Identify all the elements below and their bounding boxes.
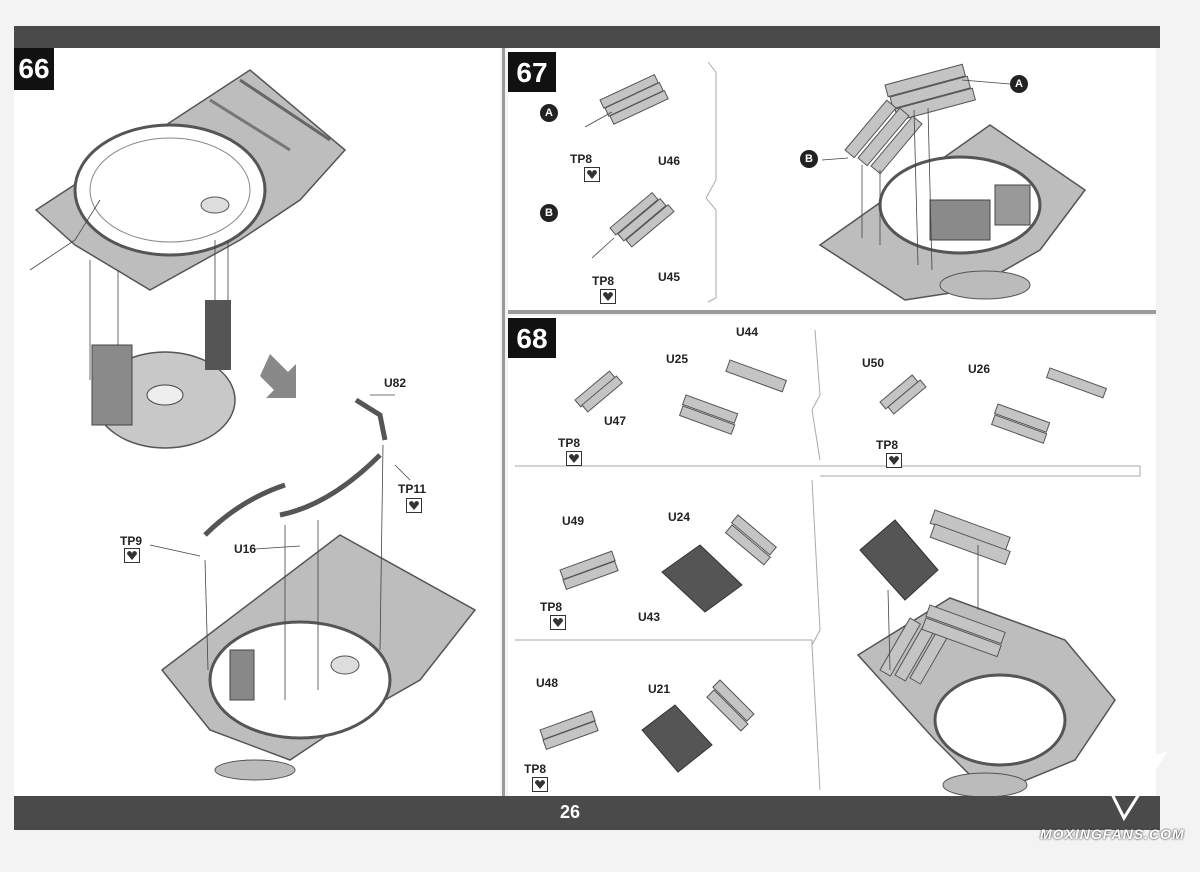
label-u47: U47 (604, 414, 627, 428)
page-number: 26 (559, 802, 581, 822)
label-tp8: TP8 (540, 600, 563, 614)
label-tp8: TP8 (558, 436, 581, 450)
callout-a: A (540, 104, 558, 122)
glue-icon (584, 167, 600, 182)
label-u48: U48 (536, 676, 559, 690)
glue-icon (550, 615, 566, 630)
label-u82: U82 (384, 376, 407, 390)
turret-floor-illustration-top (29, 69, 347, 449)
label-tp8: TP8 (524, 762, 547, 776)
label-u50: U50 (862, 356, 885, 370)
horizontal-divider (508, 310, 1156, 314)
glue-icon (566, 451, 582, 466)
label-tp8: TP8 (570, 152, 593, 166)
callout-b: B (540, 204, 558, 222)
header-bar (14, 26, 1160, 48)
footer-bar (14, 796, 1160, 830)
arrow-down-right-icon (260, 354, 296, 398)
ammo-stowage-illustration (515, 329, 1141, 798)
glue-icon (532, 777, 548, 792)
paper-plane-logo-icon (1062, 751, 1168, 822)
label-tp8: TP8 (876, 438, 899, 452)
turret-floor-illustration-bottom (149, 394, 477, 781)
step-number-67: 67 (508, 52, 556, 92)
callout-b: B (800, 150, 818, 168)
shell-rack-illustration (584, 61, 1087, 303)
label-tp8: TP8 (592, 274, 615, 288)
label-u49: U49 (562, 514, 585, 528)
label-u16: U16 (234, 542, 257, 556)
label-tp9: TP9 (120, 534, 143, 548)
callout-a: A (1010, 75, 1028, 93)
watermark-text: MOXINGFANS.COM (1040, 826, 1185, 842)
step-number-68: 68 (508, 318, 556, 358)
glue-icon (124, 548, 140, 563)
vertical-divider (502, 48, 505, 796)
step-number-66: 66 (14, 48, 54, 90)
glue-icon (600, 289, 616, 304)
label-u25: U25 (666, 352, 689, 366)
label-u24: U24 (668, 510, 691, 524)
label-tp11: TP11 (398, 482, 427, 496)
label-u43: U43 (638, 610, 661, 624)
label-u45: U45 (658, 270, 681, 284)
label-u26: U26 (968, 362, 991, 376)
label-u21: U21 (648, 682, 671, 696)
label-u44: U44 (736, 325, 759, 339)
glue-icon (406, 498, 422, 513)
glue-icon (886, 453, 902, 468)
label-u46: U46 (658, 154, 681, 168)
